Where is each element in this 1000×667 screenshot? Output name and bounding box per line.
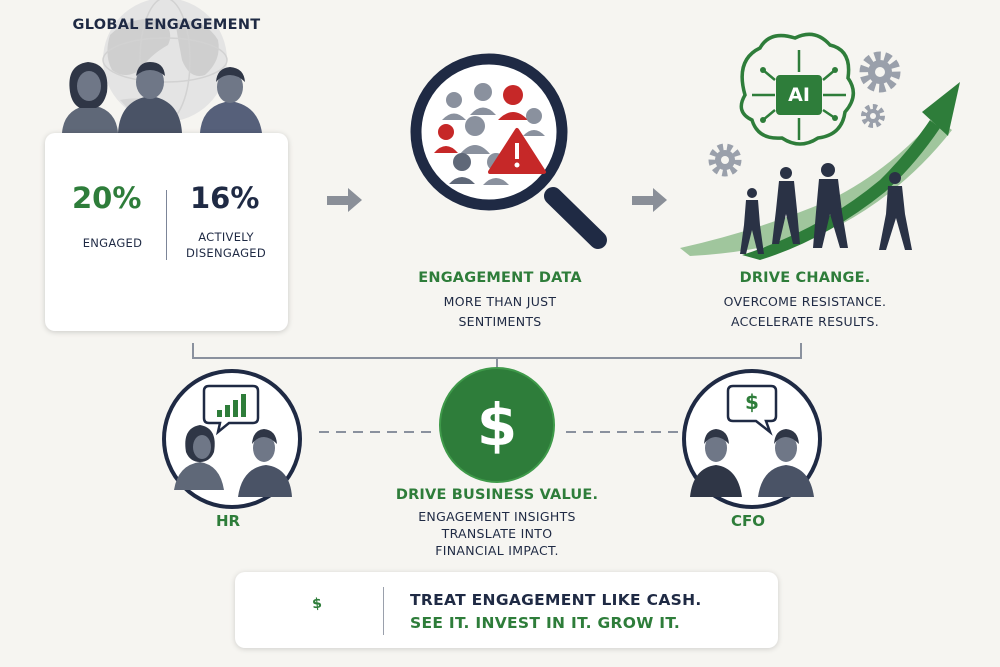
business-value-title: DRIVE BUSINESS VALUE. <box>395 487 599 503</box>
engagement-data-line1: MORE THAN JUST <box>443 294 557 309</box>
banner-line1: TREAT ENGAGEMENT LIKE CASH. <box>410 591 702 609</box>
gear-icon <box>861 104 885 128</box>
hr-label: HR <box>216 512 241 530</box>
engaged-label: ENGAGED <box>82 236 143 250</box>
walking-people-icon <box>740 163 912 254</box>
ai-brain-icon <box>739 32 855 146</box>
cash-dollar-symbol: $ <box>311 595 323 613</box>
banner-divider <box>383 587 384 635</box>
business-value-line1: ENGAGEMENT INSIGHTS <box>418 509 576 524</box>
gear-icon <box>708 143 742 177</box>
dollar-symbol: $ <box>476 391 518 459</box>
drive-change-line1: OVERCOME RESISTANCE. <box>723 294 887 309</box>
gear-icon <box>859 51 901 93</box>
dollar-coin-icon <box>439 367 555 483</box>
hr-conversation-icon <box>162 369 302 509</box>
banner-line2: SEE IT. INVEST IN IT. GROW IT. <box>410 614 681 632</box>
cash-banner <box>235 572 778 648</box>
engagement-data-line2: SENTIMENTS <box>458 314 542 329</box>
global-engagement-title: GLOBAL ENGAGEMENT <box>72 17 261 33</box>
cfo-label: CFO <box>731 512 766 530</box>
business-value-line3: FINANCIAL IMPACT. <box>435 543 559 558</box>
disengaged-label-line2: DISENGAGED <box>185 246 267 260</box>
magnifying-glass-icon <box>410 53 607 249</box>
disengaged-value: 16% <box>190 181 260 215</box>
arrow-right-icon <box>632 188 667 212</box>
warning-icon <box>488 128 546 174</box>
crowd-icon <box>434 83 545 185</box>
drive-change-title: DRIVE CHANGE. <box>739 270 871 286</box>
disengaged-label-line1: ACTIVELY <box>198 230 254 244</box>
business-value-line2: TRANSLATE INTO <box>441 526 553 541</box>
ai-badge-label: AI <box>788 84 810 106</box>
cfo-bubble-dollar: $ <box>745 390 759 414</box>
engagement-data-title: ENGAGEMENT DATA <box>418 270 582 286</box>
engaged-value: 20% <box>72 181 142 215</box>
bar-chart-icon <box>217 394 246 417</box>
card-divider <box>166 190 167 260</box>
team-people-icon <box>62 62 262 133</box>
cfo-conversation-icon <box>682 369 822 509</box>
arrow-right-icon <box>327 188 362 212</box>
drive-change-line2: ACCELERATE RESULTS. <box>731 314 879 329</box>
